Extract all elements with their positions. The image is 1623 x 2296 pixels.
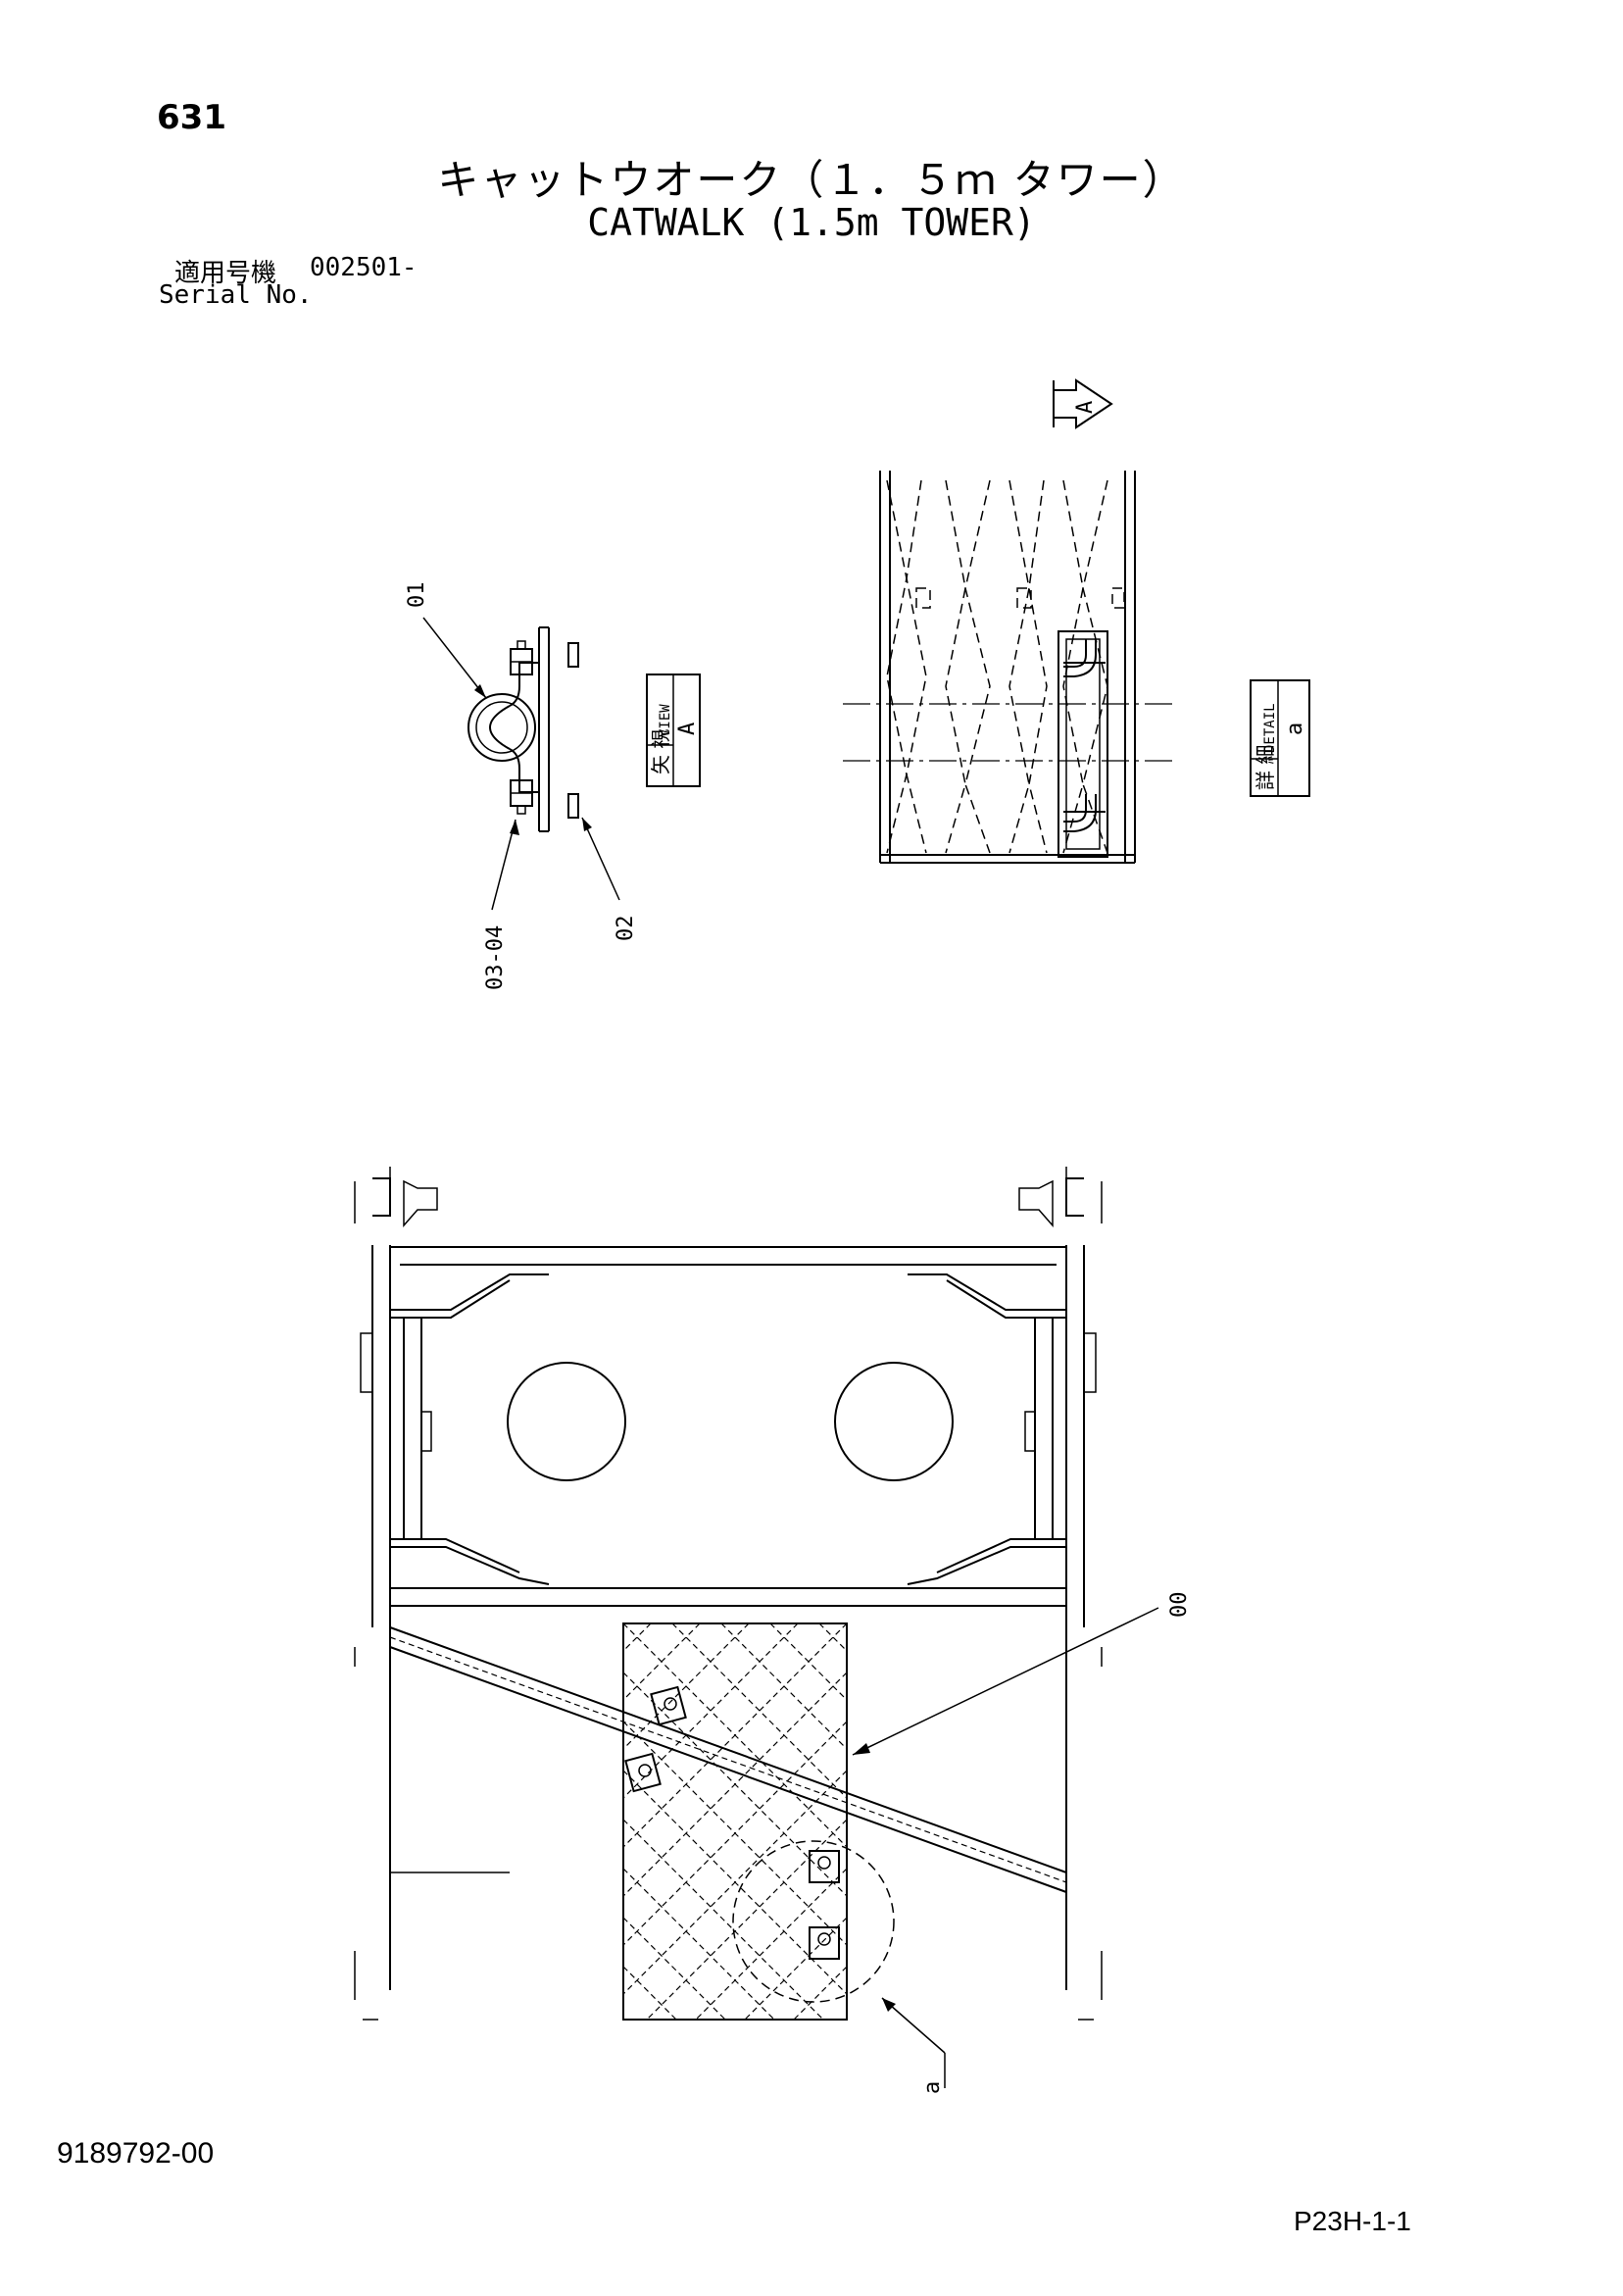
callout-detail-a: a <box>920 2081 945 2094</box>
view-a-clamp-drawing <box>422 617 620 911</box>
catwalk-mesh-panel <box>622 1622 848 2021</box>
view-a-label-en: VIEW <box>658 704 673 737</box>
page-title-jp: キャットウオーク（１．５ｍ タワー） <box>437 156 1186 204</box>
view-a-tag <box>646 674 701 787</box>
serial-value: 002501- <box>310 253 418 282</box>
main-plan-view <box>354 1167 1103 2021</box>
callout-00: 00 <box>1167 1592 1192 1619</box>
document-code: 9189792-00 <box>57 2137 215 2170</box>
detail-a-label-jp: 詳 細 <box>1254 745 1277 790</box>
view-a-arrow <box>1053 378 1113 429</box>
page-number: 631 <box>157 98 226 137</box>
detail-a-label-en: DETAIL <box>1262 703 1278 753</box>
detail-a-drawing <box>843 471 1172 864</box>
detail-a-letter: a <box>1283 723 1307 735</box>
view-a-arrow-letter: A <box>1073 401 1098 414</box>
page-title-en: CATWALK (1.5m TOWER) <box>587 201 1036 244</box>
callout-01: 01 <box>405 582 429 609</box>
view-a-letter: A <box>675 723 700 735</box>
serial-label-en: Serial No. <box>159 280 313 310</box>
sheet-code: P23H-1-1 <box>1294 2206 1411 2236</box>
view-a-label-jp: 矢 視 <box>649 729 672 774</box>
callout-03-04: 03-04 <box>483 925 508 990</box>
detail-a-tag <box>1250 679 1310 797</box>
detail-a-circle <box>732 1840 895 2003</box>
serial-label-jp: 適用号機 <box>174 259 277 288</box>
callout-02: 02 <box>614 916 638 942</box>
